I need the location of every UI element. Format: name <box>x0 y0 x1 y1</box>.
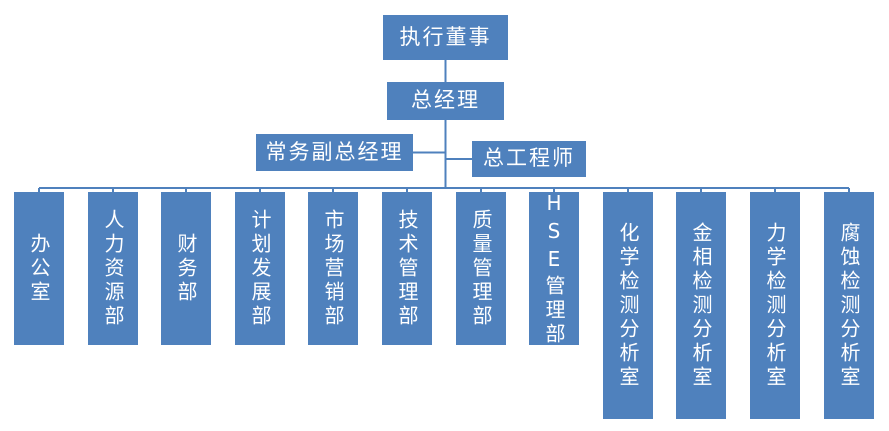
node-general-manager: 总经理 <box>387 82 504 120</box>
dept-label: 人力资源部 <box>101 208 125 329</box>
node-chief-engineer-label: 总工程师 <box>483 146 575 171</box>
dept-box-hse-management: HSE管理部 <box>529 190 579 347</box>
node-chief-engineer: 总工程师 <box>472 141 586 177</box>
node-executive-director-label: 执行董事 <box>399 24 492 49</box>
dept-box-mechanical-analysis-lab: 力学检测分析室 <box>750 192 800 419</box>
dept-label: 技术管理部 <box>395 208 419 329</box>
node-executive-director: 执行董事 <box>383 15 508 60</box>
dept-box-finance: 财务部 <box>161 192 211 345</box>
dept-label: 财务部 <box>174 232 198 305</box>
dept-label: 办公室 <box>27 232 51 305</box>
dept-label: 金相检测分析室 <box>689 221 713 390</box>
node-general-manager-label: 总经理 <box>411 88 480 113</box>
dept-box-office: 办公室 <box>14 192 64 345</box>
dept-label: 腐蚀检测分析室 <box>837 221 861 390</box>
dept-label: 化学检测分析室 <box>616 221 640 390</box>
dept-box-technical-management: 技术管理部 <box>382 192 432 345</box>
dept-box-marketing: 市场营销部 <box>308 192 358 345</box>
dept-box-chemical-analysis-lab: 化学检测分析室 <box>603 192 653 419</box>
dept-box-quality-management: 质量管理部 <box>456 192 506 345</box>
dept-label: 计划发展部 <box>248 208 272 329</box>
dept-box-human-resources: 人力资源部 <box>88 192 138 345</box>
dept-label: HSE管理部 <box>542 190 566 347</box>
node-deputy-general-manager: 常务副总经理 <box>256 134 413 171</box>
dept-box-planning-development: 计划发展部 <box>235 192 285 345</box>
node-deputy-general-manager-label: 常务副总经理 <box>265 139 404 164</box>
dept-label: 市场营销部 <box>321 208 345 329</box>
dept-label: 力学检测分析室 <box>763 221 787 390</box>
dept-box-metallographic-analysis-lab: 金相检测分析室 <box>676 192 726 419</box>
dept-label: 质量管理部 <box>469 208 493 329</box>
dept-box-corrosion-analysis-lab: 腐蚀检测分析室 <box>824 192 874 419</box>
